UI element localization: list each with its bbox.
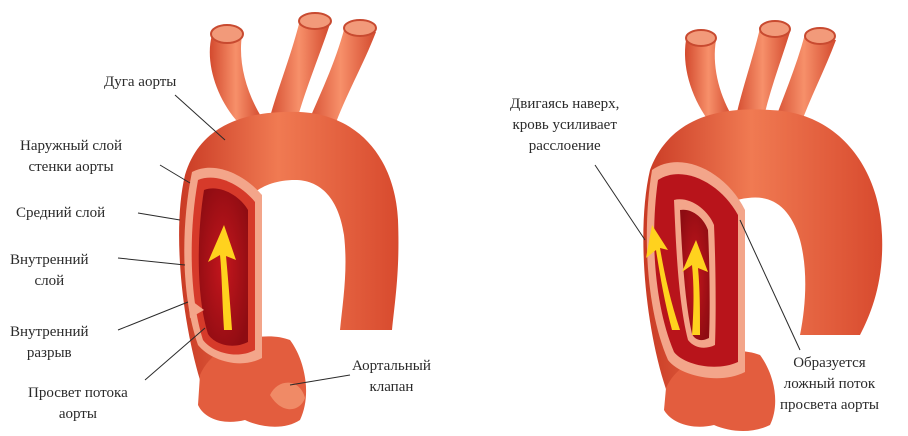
left-branch-1-opening xyxy=(211,25,243,43)
leader-false-lumen xyxy=(740,220,800,350)
label-intimal-tear: Внутренний разрыв xyxy=(10,322,89,364)
leader-tear xyxy=(118,302,188,330)
left-branch-3-opening xyxy=(344,20,376,36)
right-branch-2-opening xyxy=(760,21,790,37)
right-branch-3-opening xyxy=(805,28,835,44)
label-false-lumen: Образуется ложный поток просвета аорты xyxy=(780,353,879,416)
leader-arch xyxy=(175,95,225,140)
label-aortic-lumen: Просвет потока аорты xyxy=(28,383,128,425)
leader-moving-up xyxy=(595,165,645,240)
label-aortic-arch: Дуга аорты xyxy=(104,72,176,93)
leader-inner xyxy=(118,258,185,265)
left-branch-1 xyxy=(210,35,262,120)
leader-middle xyxy=(138,213,180,220)
label-moving-up: Двигаясь наверх, кровь усиливает расслое… xyxy=(510,94,619,157)
right-branch-1-opening xyxy=(686,30,716,46)
left-branch-2-opening xyxy=(299,13,331,29)
label-aortic-valve: Аортальный клапан xyxy=(352,356,431,398)
label-middle-layer: Средний слой xyxy=(16,203,105,224)
label-outer-layer: Наружный слой стенки аорты xyxy=(20,136,122,178)
label-inner-layer: Внутренний слой xyxy=(10,250,89,292)
right-branch-1 xyxy=(685,40,732,120)
